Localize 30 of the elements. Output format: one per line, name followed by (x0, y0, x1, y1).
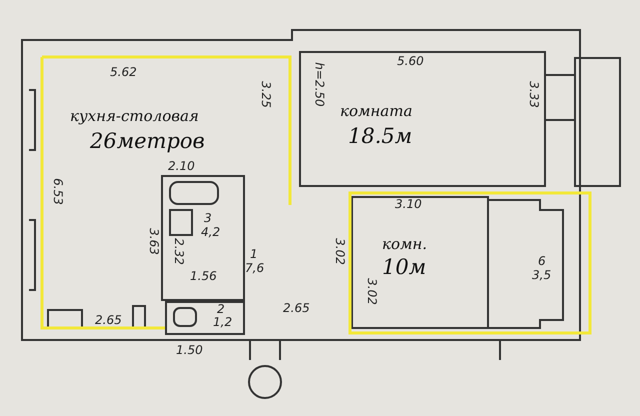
dimension-label: 1.56 (190, 270, 217, 283)
room-size: 18.5м (348, 124, 412, 148)
dimension-label: 6 (538, 255, 546, 268)
dimension-label: 3.63 (146, 228, 160, 255)
dimension-label: 3.25 (258, 81, 272, 108)
dimension-label: 2 (217, 303, 225, 316)
room-name: кухня-столовая (70, 107, 199, 125)
dimension-label: 1,2 (213, 316, 232, 329)
dimension-label: 2.32 (172, 238, 185, 265)
room-size: 10м (382, 255, 426, 279)
dimension-label: 1 (250, 248, 258, 261)
dimension-label: 7,6 (245, 262, 264, 275)
room-size: 26метров (90, 129, 205, 153)
dimension-label: 5.62 (110, 66, 137, 79)
dimension-label: 2.10 (168, 160, 195, 173)
dimension-label: 1.50 (176, 344, 203, 357)
dimension-label: h=2.50 (312, 62, 326, 107)
dimension-label: 3.02 (364, 278, 378, 305)
dimension-label: 3.10 (395, 198, 422, 211)
dimension-label: 2.65 (95, 314, 122, 327)
dimension-label: 3,5 (532, 269, 552, 282)
dimension-label: 3.02 (332, 238, 346, 265)
dimension-label: 4,2 (201, 226, 220, 239)
dimension-label: 6.53 (50, 178, 64, 205)
room-name: комната (340, 102, 412, 120)
dimension-label: 5.60 (397, 55, 424, 68)
dimension-label: 2.65 (283, 302, 310, 315)
room-name: комн. (382, 235, 428, 253)
dimension-label: 3 (204, 212, 212, 225)
dimension-label: 3.33 (526, 81, 540, 108)
